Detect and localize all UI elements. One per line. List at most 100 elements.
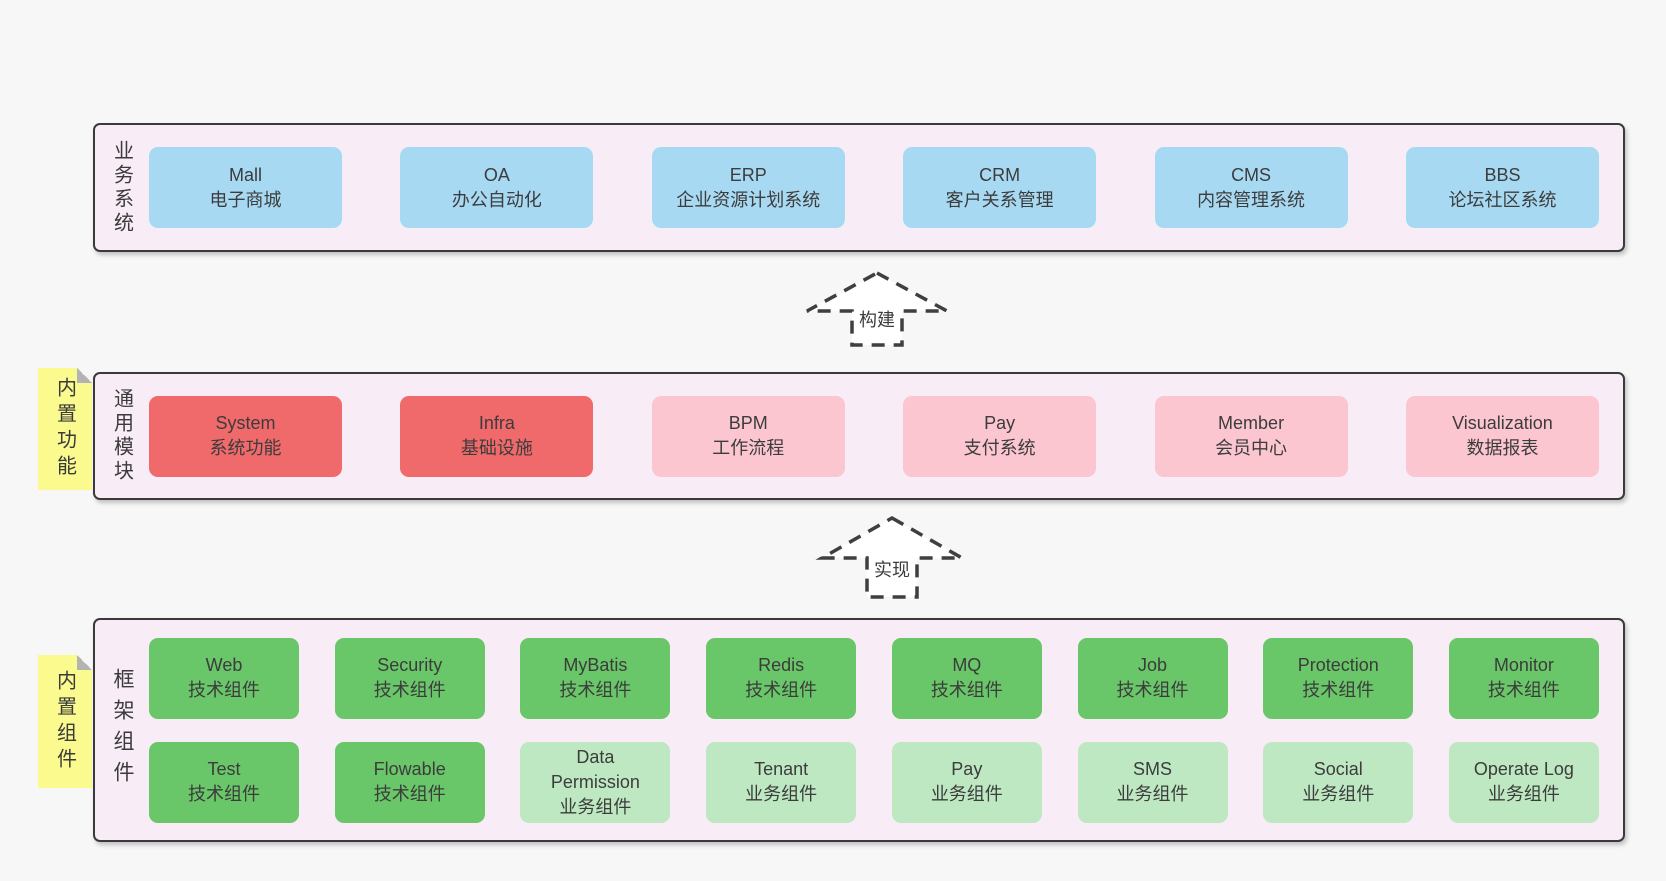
arrow-label-implement: 实现 (871, 556, 913, 582)
band-label-business-systems: 业务系统 (110, 139, 133, 236)
box-title: System (215, 413, 276, 433)
box-modules-infra: Infra 基础设施 (400, 395, 594, 477)
box-title: Job (1138, 655, 1168, 675)
box-subtitle: 企业资源计划系统 (676, 189, 821, 210)
arrow-implement: 实现 (815, 515, 969, 600)
box-components-pay: Pay 业务组件 (891, 741, 1042, 823)
box-components-protection: Protection 技术组件 (1263, 637, 1414, 719)
box-components-monitor: Monitor 技术组件 (1448, 637, 1599, 719)
box-subtitle: 技术组件 (188, 680, 260, 700)
box-title: Security (377, 655, 443, 675)
box-components-flowable: Flowable 技术组件 (334, 741, 485, 823)
box-title: OA (483, 164, 510, 185)
box-subtitle: 支付系统 (963, 438, 1036, 458)
box-subtitle: 系统功能 (209, 438, 282, 458)
box-components-mq: MQ 技术组件 (891, 637, 1042, 719)
box-subtitle: 业务组件 (559, 796, 632, 817)
box-subtitle: 技术组件 (930, 680, 1003, 700)
box-subtitle: 内容管理系统 (1197, 189, 1306, 210)
box-business-mall: Mall 电子商城 (149, 147, 342, 228)
box-title: Pay (984, 413, 1016, 433)
box-title: Social (1313, 759, 1363, 779)
box-business-erp: ERP 企业资源计划系统 (651, 147, 845, 228)
box-title: Pay (951, 759, 983, 779)
box-title: Redis (758, 655, 805, 675)
box-subtitle: 业务组件 (1302, 784, 1375, 804)
box-subtitle: 业务组件 (745, 784, 818, 804)
sticky-note-builtin-features: 内置功能 (38, 368, 92, 490)
box-components-sms: SMS 业务组件 (1077, 741, 1228, 823)
folded-corner-icon (77, 368, 92, 383)
box-subtitle: 会员中心 (1215, 438, 1288, 458)
box-business-oa: OA 办公自动化 (400, 147, 594, 228)
box-title: BPM (728, 413, 768, 433)
box-subtitle: 技术组件 (1487, 680, 1560, 700)
band-label-framework-components: 框架组件 (111, 668, 134, 792)
box-components-job: Job 技术组件 (1077, 637, 1228, 719)
box-title: BBS (1484, 164, 1521, 185)
box-subtitle: 技术组件 (745, 680, 818, 700)
arrow-label-build: 构建 (856, 306, 898, 332)
box-subtitle: 论坛社区系统 (1448, 189, 1557, 210)
box-modules-system: System 系统功能 (149, 395, 342, 477)
sticky-note-label: 内置功能 (53, 377, 76, 481)
box-subtitle: 业务组件 (930, 784, 1003, 804)
box-subtitle: 技术组件 (373, 680, 446, 700)
box-title: Protection (1297, 655, 1379, 675)
box-title: MyBatis (563, 655, 628, 675)
box-subtitle: 技术组件 (373, 784, 446, 804)
box-title: CMS (1231, 164, 1272, 185)
box-subtitle: 技术组件 (559, 680, 632, 700)
box-title: Visualization (1452, 413, 1553, 433)
band-label-common-modules: 通用模块 (110, 388, 133, 484)
band-common-modules: 通用模块 System 系统功能 Infra 基础设施 BPM 工作流程 Pay 支付系统 Me… (93, 372, 1625, 500)
folded-corner-icon (77, 655, 92, 670)
box-subtitle: 基础设施 (460, 438, 533, 458)
box-modules-bpm: BPM 工作流程 (651, 395, 845, 477)
arrow-build: 构建 (802, 270, 952, 348)
box-subtitle: 技术组件 (1302, 680, 1375, 700)
box-title: SMS (1133, 759, 1173, 779)
box-components-mybatis: MyBatis 技术组件 (520, 637, 671, 719)
box-subtitle: 办公自动化 (451, 189, 542, 210)
box-title: Flowable (373, 759, 446, 779)
sticky-note-label: 内置组件 (53, 669, 76, 774)
box-subtitle: 工作流程 (712, 438, 785, 458)
box-subtitle: 电子商城 (209, 189, 282, 210)
box-components-redis: Redis 技术组件 (706, 637, 857, 719)
box-title: Infra (478, 413, 515, 433)
box-title: MQ (952, 655, 982, 675)
sticky-note-builtin-components: 内置组件 (38, 655, 92, 788)
box-subtitle: 技术组件 (1116, 680, 1189, 700)
box-subtitle: 技术组件 (188, 784, 260, 804)
box-title: ERP (729, 164, 767, 185)
box-components-security: Security 技术组件 (334, 637, 485, 719)
box-business-bbs: BBS 论坛社区系统 (1405, 147, 1599, 228)
box-title: Monitor (1493, 655, 1554, 675)
box-title: Operate Log (1473, 759, 1574, 779)
box-title: Mall (228, 164, 262, 185)
box-subtitle: 客户关系管理 (945, 189, 1054, 210)
box-components-social: Social 业务组件 (1263, 741, 1414, 823)
box-components-tenant: Tenant 业务组件 (706, 741, 857, 823)
box-subtitle: 业务组件 (1116, 784, 1189, 804)
box-components-web: Web 技术组件 (149, 637, 299, 719)
box-title: Tenant (754, 759, 809, 779)
box-modules-pay: Pay 支付系统 (903, 395, 1097, 477)
box-title: Web (205, 655, 243, 675)
